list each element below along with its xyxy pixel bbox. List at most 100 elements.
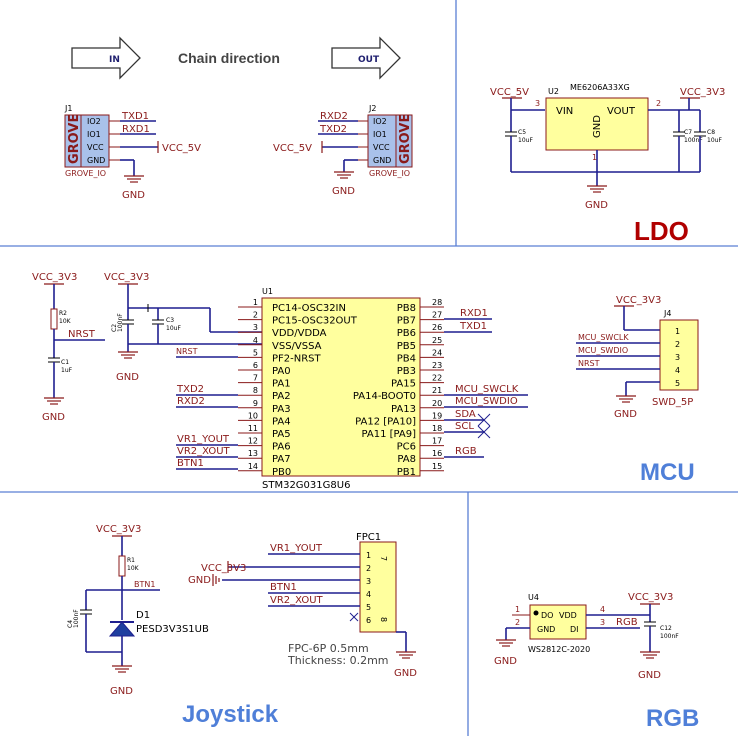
rgb-vcc3-label: VCC_3V3 [628,592,673,603]
fpc-pin-6: 6 [366,616,371,625]
mcu-right-pin-name: PB6 [397,328,416,339]
mcu-nets: NRST TXD2 RXD2 VR1_YOUT VR2_XOUT BTN1 RX… [176,308,528,470]
swd-ref: J4 [663,309,671,318]
fpc-pin-7: 7 [379,556,388,561]
j2-pin-vcc: VCC [373,143,390,152]
c2-ref: C2 [111,324,118,332]
swd-swdio-label: MCU_SWDIO [578,346,628,355]
mcu-left-pin-num: 7 [253,374,258,383]
ldo-pin-vout-num: 2 [656,99,661,108]
mcu-left-pin-name: VDD/VDDA [272,328,327,339]
rgb-pin-do: DO [541,611,553,620]
nrst-gnd-label: GND [42,412,65,423]
rgb-pin-di: DI [570,625,579,634]
c3-ref: C3 [166,317,174,324]
mcu-right-pin-num: 17 [432,437,442,446]
mcu-scl-label: SCL [455,421,474,432]
nrst-net-label: NRST [68,329,96,340]
mcu-left-pin-num: 10 [248,411,258,420]
ldo-circuit: VCC_5V 3 ME6206A33XG U2 VIN VOUT GND 2 V… [490,83,725,211]
rgb-num-2: 2 [515,618,520,627]
mcu-right-pin-num: 15 [432,462,442,471]
in-arrow: IN [71,36,141,80]
mcu-right-pin-num: 22 [432,374,442,383]
in-arrow-label: IN [109,55,120,65]
swd-pin-5: 5 [675,379,680,388]
mcu-right-pin-num: 26 [432,323,442,332]
fpc-pin-3: 3 [366,577,371,586]
mcu-left-pin-num: 12 [248,437,258,446]
fpc-pin-8: 8 [379,617,388,622]
mcu-right-pin-num: 25 [432,336,442,345]
j2-txd2-label: TXD2 [319,124,347,135]
c4-ref: C4 [67,620,74,628]
mcu-right-pin-name: PB1 [397,467,416,478]
swd-nrst-label: NRST [578,359,600,368]
j2-name: GROVE_IO [369,169,410,178]
mcu-left-pin-num: 3 [253,323,258,332]
mcu-left-pin-num: 5 [253,348,258,357]
fpc-pin-5: 5 [366,603,371,612]
c7-ref: C7 [684,129,692,136]
j2-pin-gnd: GND [373,156,391,165]
mcu-right-pin-num: 19 [432,411,442,420]
swd-pin-4: 4 [675,366,680,375]
ldo-part: ME6206A33XG [570,83,630,92]
mcu-vr1-label: VR1_YOUT [177,434,230,445]
ldo-pin-gnd-num: 1 [592,153,597,162]
mcu-left-pin-name: PA0 [272,366,291,377]
mcu-left-pin-name: PA5 [272,429,291,440]
fpc-pin-1: 1 [366,551,371,560]
fpc-pin-4: 4 [366,590,371,599]
mcu-left-pin-name: PF2-NRST [272,353,322,364]
mcu-left-pin-num: 1 [253,298,258,307]
mcu-right-pin-num: 21 [432,386,442,395]
mcu-left-pin-name: PC15-OSC32OUT [272,316,358,327]
fpc-note-size: FPC-6P 0.5mm [288,642,369,655]
connector-j1: J1 GROVE IO2 IO1 VCC GND GROVE_IO TXD1 R… [64,104,201,201]
mcu-left-pin-num: 11 [248,424,258,433]
section-title-mcu: MCU [640,459,695,486]
mcu-left-pin-name: PA7 [272,454,291,465]
j2-pin-io2: IO2 [373,117,387,126]
mcu-left-pin-name: PA6 [272,442,291,453]
mcu-left-pin-num: 8 [253,386,258,395]
j1-txd1-label: TXD1 [121,111,149,122]
c4-value: 100nF [73,609,80,628]
c8-ref: C8 [707,129,715,136]
rgb-num-4: 4 [600,605,605,614]
j2-rxd2-label: RXD2 [320,111,348,122]
fpc-ref: FPC1 [356,532,381,543]
joy-btn1-label: BTN1 [134,580,155,589]
ldo-vcc5-label: VCC_5V [490,87,529,98]
mcu-right-pin-name: PA12 [PA10] [355,416,416,427]
c7-value: 100nF [684,137,703,144]
swd-pin-1: 1 [675,327,680,336]
j2-vcc5-label: VCC_5V [273,143,312,154]
connector-j4-swd: VCC_3V3 J4 1 2 3 4 5 MCU_SWCLK MCU_SWDIO… [576,295,699,420]
mcu-right-pin-name: PB8 [397,303,416,314]
mcu-right-pin-name: PC6 [397,442,416,453]
mcu-right-pin-name: PB5 [397,341,416,352]
rgb-pin-gnd: GND [537,625,555,634]
j1-name: GROVE_IO [65,169,106,178]
j1-rxd1-label: RXD1 [122,124,150,135]
mcu-right-pin-num: 28 [432,298,442,307]
rgb-num-3: 3 [600,618,605,627]
mcu-left-pin-name: PB0 [272,467,291,478]
mcu-right-pin-name: PA15 [391,379,416,390]
swd-vcc3-label: VCC_3V3 [616,295,661,306]
swd-swclk-label: MCU_SWCLK [578,333,629,342]
mcu-left-pin-name: PA2 [272,391,291,402]
j2-grove-label: GROVE [398,114,413,164]
fpc-gnd-ground-label: GND [394,668,417,679]
c5-value: 10uF [518,137,533,144]
mcu-left-pin-name: PA3 [272,404,291,415]
mcu-swdio-label: MCU_SWDIO [455,396,518,407]
j1-ref: J1 [64,104,72,113]
joystick-btn-circuit: VCC_3V3 R1 10K BTN1 C4 100nF D1 PESD3V3S… [67,524,209,697]
ldo-pin-vout: VOUT [607,106,636,117]
out-arrow: OUT [331,36,401,80]
